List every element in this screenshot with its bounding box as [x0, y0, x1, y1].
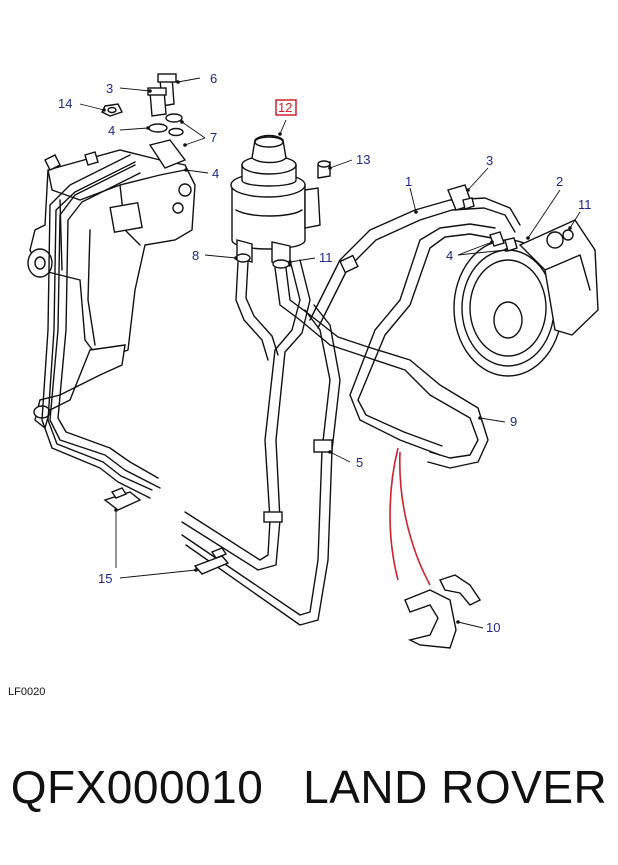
- callout-14: 14: [58, 96, 72, 111]
- pressure-pipe-lower: [181, 259, 341, 626]
- callout-10: 10: [486, 620, 500, 635]
- callout-8: 8: [192, 248, 199, 263]
- callout-2: 2: [556, 174, 563, 189]
- steering-pump: [447, 184, 599, 377]
- part-caption: QFX000010 LAND ROVER: [0, 760, 618, 814]
- callout-6: 6: [210, 71, 217, 86]
- callout-13: 13: [356, 152, 370, 167]
- callout-11a: 11: [578, 197, 592, 212]
- return-pipe-left: [41, 154, 161, 511]
- leader-lines: [79, 77, 581, 629]
- drawing-code: LF0020: [8, 686, 45, 698]
- fasteners-group: [101, 73, 331, 179]
- callout-12: 12: [278, 100, 292, 115]
- hose-clip: [404, 574, 482, 649]
- callout-4c: 4: [446, 248, 453, 263]
- red-location-arrows: [389, 447, 431, 586]
- callout-9: 9: [510, 414, 517, 429]
- callout-11b: 11: [319, 250, 333, 265]
- reservoir-hoses: [235, 197, 521, 469]
- callout-4b: 4: [212, 166, 219, 181]
- callout-4a: 4: [108, 123, 115, 138]
- callout-15: 15: [98, 571, 112, 586]
- callout-7: 7: [210, 130, 217, 145]
- steering-box: [27, 149, 196, 430]
- callout-labels: 3 6 14 4 7 4 12 13 1 3 2 11 4 8 11 5 9 1…: [58, 71, 592, 635]
- brand-name: LAND ROVER: [303, 761, 608, 813]
- callout-3a: 3: [106, 81, 113, 96]
- callout-5: 5: [356, 455, 363, 470]
- callout-3b: 3: [486, 153, 493, 168]
- callout-1: 1: [405, 174, 412, 189]
- exploded-parts-diagram: 3 6 14 4 7 4 12 13 1 3 2 11 4 8 11 5 9 1…: [8, 71, 599, 698]
- fluid-reservoir: [230, 134, 321, 269]
- highlight-box: [275, 99, 297, 116]
- part-number: QFX000010: [10, 761, 264, 813]
